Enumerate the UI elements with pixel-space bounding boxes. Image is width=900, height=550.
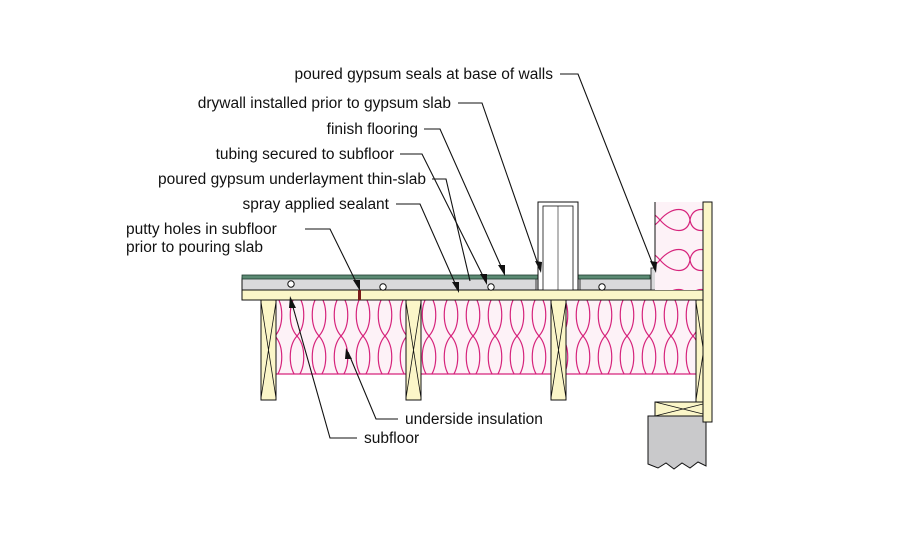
joist bbox=[405, 299, 422, 401]
arrowhead bbox=[353, 280, 360, 291]
leader-putty-holes bbox=[305, 228, 360, 289]
leader-lines bbox=[289, 73, 657, 439]
joist bbox=[550, 299, 567, 401]
finish-flooring bbox=[241, 274, 651, 280]
label-drywall-installed: drywall installed prior to gypsum slab bbox=[198, 95, 451, 112]
exterior-wall bbox=[654, 201, 713, 423]
leader-finish-flooring bbox=[424, 128, 505, 274]
label-putty-holes-line1: putty holes in subfloor bbox=[126, 221, 277, 238]
arrowhead bbox=[498, 265, 505, 276]
label-poured-gypsum-seals: poured gypsum seals at base of walls bbox=[295, 66, 554, 83]
arrowhead bbox=[345, 348, 352, 359]
joist bbox=[260, 299, 277, 401]
interior-wall bbox=[537, 201, 579, 291]
arrowhead bbox=[535, 261, 542, 273]
leader-tubing-secured bbox=[400, 153, 487, 283]
label-subfloor: subfloor bbox=[364, 430, 419, 447]
subfloor bbox=[241, 289, 713, 301]
leader-underside-insulation bbox=[347, 351, 398, 420]
label-tubing-secured: tubing secured to subfloor bbox=[216, 146, 394, 163]
label-finish-flooring: finish flooring bbox=[327, 121, 418, 138]
gypsum-thin-slab bbox=[241, 267, 659, 291]
arrowhead bbox=[650, 261, 657, 273]
leader-poured-gypsum-underlayment bbox=[432, 178, 471, 282]
leader-poured-gypsum-seals bbox=[560, 73, 656, 271]
labels: poured gypsum seals at base of walls dry… bbox=[126, 66, 553, 447]
label-putty-holes-line2: prior to pouring slab bbox=[126, 239, 263, 256]
arrowhead bbox=[289, 296, 296, 308]
label-underside-insulation: underside insulation bbox=[405, 411, 543, 428]
leader-subfloor bbox=[290, 299, 357, 439]
arrowhead bbox=[480, 274, 487, 285]
putty-hole bbox=[358, 290, 361, 300]
foundation-wall bbox=[647, 415, 707, 470]
leader-spray-applied-sealant bbox=[396, 203, 459, 291]
leader-drywall-installed bbox=[458, 102, 541, 271]
underside-insulation bbox=[276, 300, 696, 375]
label-spray-applied-sealant: spray applied sealant bbox=[243, 196, 390, 213]
radiant-tubing bbox=[287, 280, 606, 291]
arrowhead bbox=[452, 282, 459, 293]
label-poured-gypsum-underlayment: poured gypsum underlayment thin-slab bbox=[158, 171, 426, 188]
